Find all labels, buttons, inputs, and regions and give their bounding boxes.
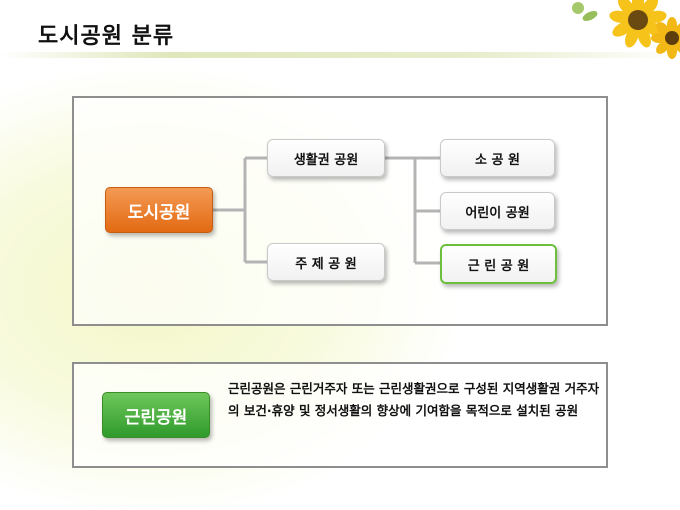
sunflower-decoration-icon xyxy=(572,0,680,59)
node-urban-park: 도시공원 xyxy=(105,187,213,233)
node-neighborhood-park: 근 린 공 원 xyxy=(440,244,557,284)
neighborhood-park-tag: 근린공원 xyxy=(102,392,210,438)
neighborhood-park-definition: 근린공원은 근린거주자 또는 근린생활권으로 구성된 지역생활권 거주자의 보건… xyxy=(228,381,600,418)
node-small-park: 소 공 원 xyxy=(440,139,555,177)
node-children-park: 어린이 공원 xyxy=(440,192,555,230)
node-theme-park: 주 제 공 원 xyxy=(267,243,385,281)
title-underline xyxy=(0,52,680,58)
page-title: 도시공원 분류 xyxy=(38,24,175,49)
node-living-zone-park: 생활권 공원 xyxy=(267,139,385,177)
